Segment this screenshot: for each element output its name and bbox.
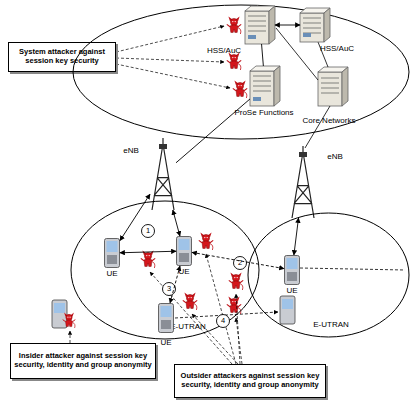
phone-outline: [176, 236, 192, 266]
ue-phone: UE: [158, 303, 174, 333]
network-ellipse: Core Networks HSS/AuC HSS/AuC ProSe Functio…: [72, 4, 410, 140]
callout-box: Outsider attackers against session key s…: [174, 364, 326, 398]
connector: [120, 251, 176, 253]
node-label: 4: [221, 317, 225, 326]
server-outline: [300, 8, 330, 42]
ellipse-outline: [247, 212, 410, 338]
server-node: HSS/AuC: [300, 8, 330, 42]
callout-number: 4: [216, 314, 230, 328]
connector: [170, 266, 180, 303]
connector: [275, 25, 300, 26]
network-ellipse: E-UTRAN UE: [247, 212, 410, 338]
server-outline: [250, 66, 280, 106]
node-label: Core Networks: [294, 116, 364, 125]
connector: [120, 194, 150, 240]
phone-outline: [104, 238, 120, 268]
node-label: UE: [101, 269, 123, 278]
connector: [294, 218, 299, 255]
connector: [262, 44, 264, 66]
leader-line: [70, 26, 242, 364]
base-station: eNB: [290, 146, 316, 218]
node-label: Insider attacker against session key sec…: [14, 352, 152, 369]
phone-outline: [158, 303, 174, 333]
node-label: ProSe Functions: [224, 108, 304, 117]
wire: [175, 268, 405, 318]
phone-outline: [284, 255, 300, 285]
node-label: 2: [238, 259, 242, 268]
ue-phone: UE: [284, 255, 300, 285]
callout-box: System attacker against session key secu…: [8, 42, 116, 72]
server-outline: [245, 6, 275, 44]
node-label: E-UTRAN: [301, 320, 361, 329]
base-station: eNB: [150, 138, 176, 210]
connector: [176, 99, 250, 163]
connector: [173, 210, 180, 236]
ue-phone: UE: [176, 236, 192, 266]
ellipse-outline: [72, 4, 410, 140]
server-node: ProSe Functions: [250, 66, 280, 106]
server-node: HSS/AuC: [245, 6, 275, 44]
connector: [192, 252, 284, 268]
callout-number: 1: [141, 224, 155, 238]
node-label: Outsider attackers against session key s…: [178, 372, 322, 389]
tower-outline: [290, 146, 316, 218]
tower-outline: [150, 138, 176, 210]
node-label: 1: [146, 227, 150, 236]
node-label: eNB: [320, 152, 350, 161]
node-label: HSS/AuC: [312, 44, 362, 53]
callout-number: 3: [162, 282, 176, 296]
node-label: eNB: [116, 146, 146, 155]
node-label: UE: [155, 338, 177, 347]
ue-phone: UE: [104, 238, 120, 268]
node-label: UE: [281, 286, 303, 295]
node-label: HSS/AuC: [199, 46, 249, 55]
callout-box: Insider attacker against session key sec…: [10, 343, 156, 379]
node-label: System attacker against session key secu…: [12, 48, 112, 65]
server-icon: [318, 67, 348, 106]
node-label: 3: [167, 285, 171, 294]
node-label: UE: [173, 267, 195, 276]
callout-number: 2: [233, 256, 247, 270]
